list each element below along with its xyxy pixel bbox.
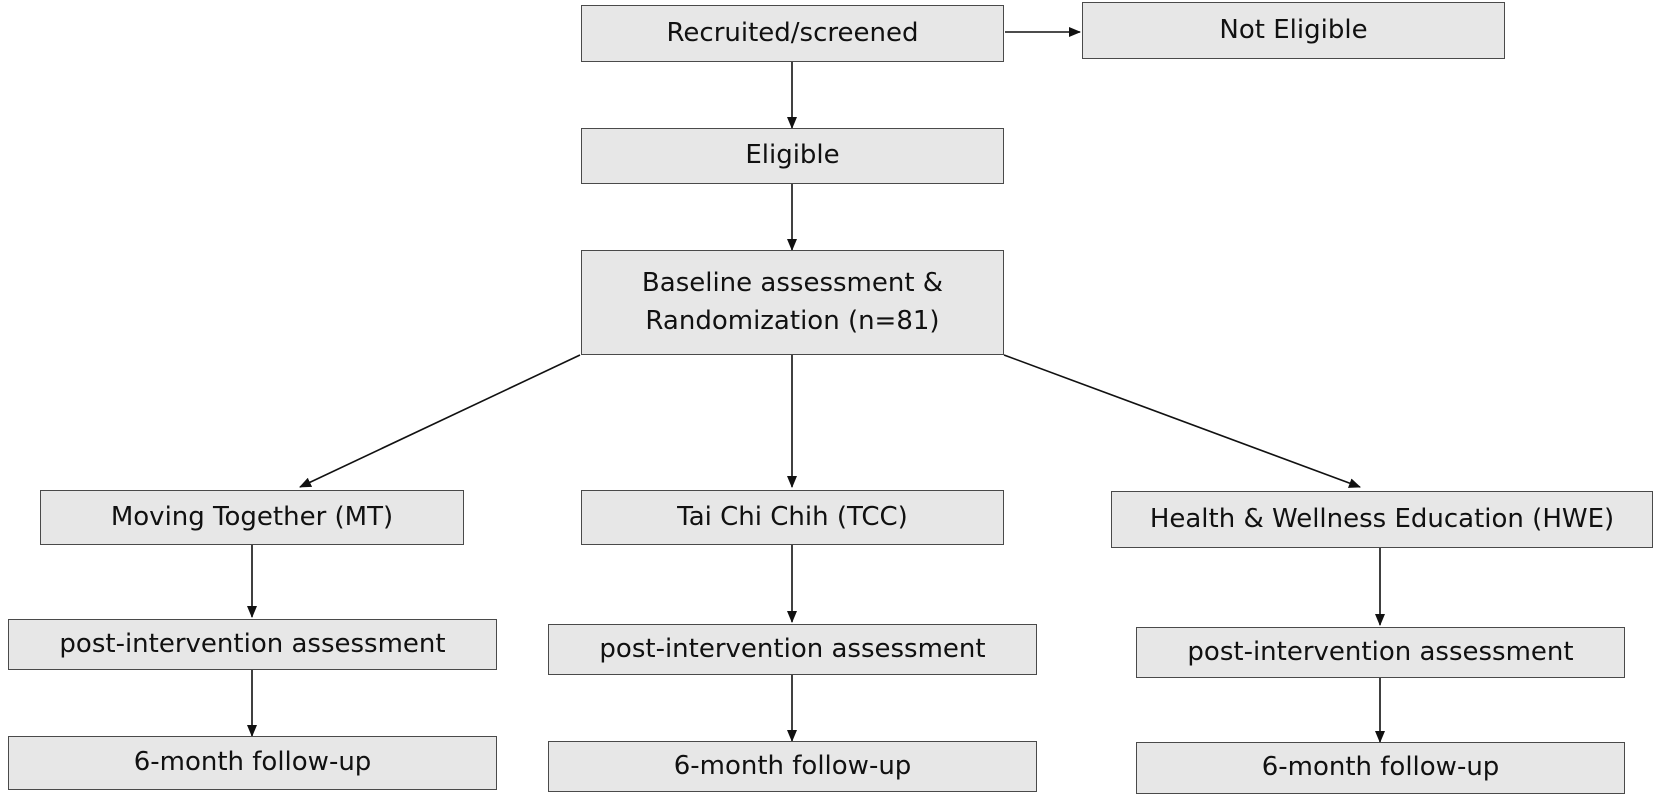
baseline-line-1: Baseline assessment & (641, 267, 944, 298)
edge-baseline-to-mt (299, 354, 581, 488)
node-mt-post-intervention: post-intervention assessment (8, 619, 497, 670)
node-not-eligible: Not Eligible (1082, 2, 1505, 59)
node-mt-6-month-follow-up: 6-month follow-up (8, 736, 497, 790)
node-tai-chi-chih: Tai Chi Chih (TCC) (581, 490, 1004, 545)
node-baseline-randomization: Baseline assessment & Randomization (n=8… (581, 250, 1004, 355)
node-eligible: Eligible (581, 128, 1004, 184)
node-hwe-post-intervention: post-intervention assessment (1136, 627, 1625, 678)
node-recruited-screened: Recruited/screened (581, 5, 1004, 62)
baseline-line-2: Randomization (n=81) (645, 305, 940, 336)
node-tcc-post-intervention: post-intervention assessment (548, 624, 1037, 675)
node-health-wellness-education: Health & Wellness Education (HWE) (1111, 491, 1653, 548)
node-moving-together: Moving Together (MT) (40, 490, 464, 545)
edge-baseline-to-hwe (1003, 354, 1361, 488)
node-tcc-6-month-follow-up: 6-month follow-up (548, 741, 1037, 792)
node-hwe-6-month-follow-up: 6-month follow-up (1136, 742, 1625, 794)
